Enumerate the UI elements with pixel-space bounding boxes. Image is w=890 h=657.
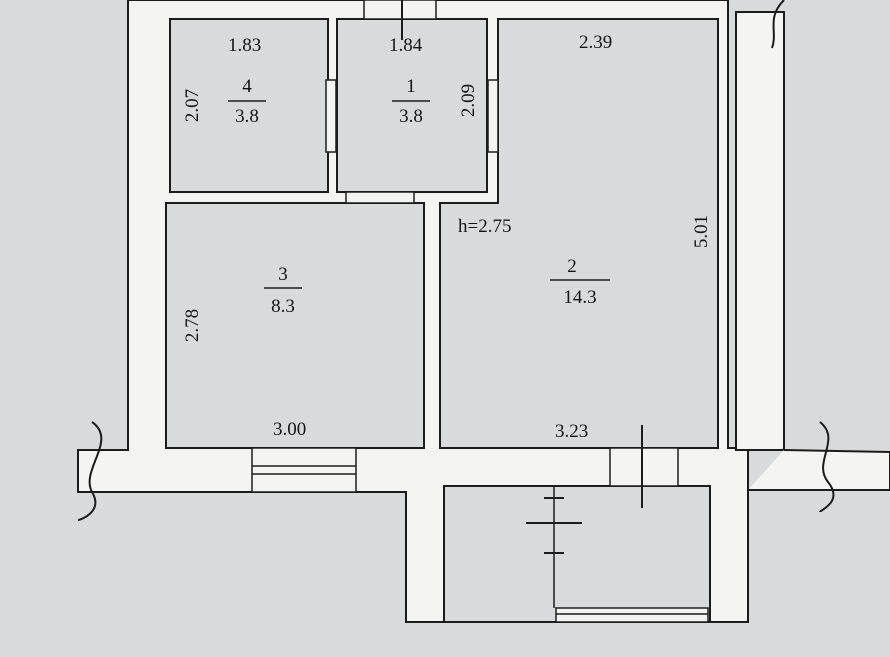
room2-top-label: 2.39: [579, 32, 613, 53]
door-room4: [325, 79, 337, 153]
room3-height-label: 2.78: [182, 308, 204, 343]
room-4-outline: [169, 18, 329, 193]
neighbor-wall-lower: [748, 449, 890, 491]
room-1-outline: [336, 18, 488, 193]
room2-height-label: 5.01: [691, 214, 713, 249]
break-mark-top-right: [771, 0, 785, 49]
room4-height-label: 2.07: [182, 88, 204, 123]
break-mark-left: [77, 421, 103, 521]
room4-width-label: 1.83: [228, 35, 262, 56]
room1-area: 3.8: [399, 106, 423, 127]
room2-area: 14.3: [563, 287, 597, 308]
door-room3: [345, 191, 415, 204]
room2-number: 2: [567, 256, 577, 277]
room-2-outline: [439, 18, 719, 449]
room3-number: 3: [278, 264, 288, 285]
room4-number: 4: [242, 76, 252, 97]
door-balcony: [609, 425, 679, 508]
room1-width-label: 1.84: [389, 35, 423, 56]
room4-area: 3.8: [235, 106, 259, 127]
window-room3: [251, 447, 357, 493]
room1-number: 1: [406, 76, 416, 97]
room3-width-label: 3.00: [273, 419, 307, 440]
room3-area: 8.3: [271, 296, 295, 317]
ceiling-height-label: h=2.75: [458, 216, 512, 237]
room-3-outline: [165, 202, 425, 449]
neighbor-wall-right: [735, 11, 785, 451]
balcony-outline: [443, 485, 711, 623]
break-mark-right: [819, 421, 835, 513]
door-room1: [487, 79, 499, 153]
room1-height-label: 2.09: [458, 83, 480, 118]
shaft-top: [363, 0, 437, 20]
window-balcony: [555, 607, 709, 623]
balcony-frame-mark: [526, 486, 582, 608]
room2-width-label: 3.23: [555, 421, 589, 442]
